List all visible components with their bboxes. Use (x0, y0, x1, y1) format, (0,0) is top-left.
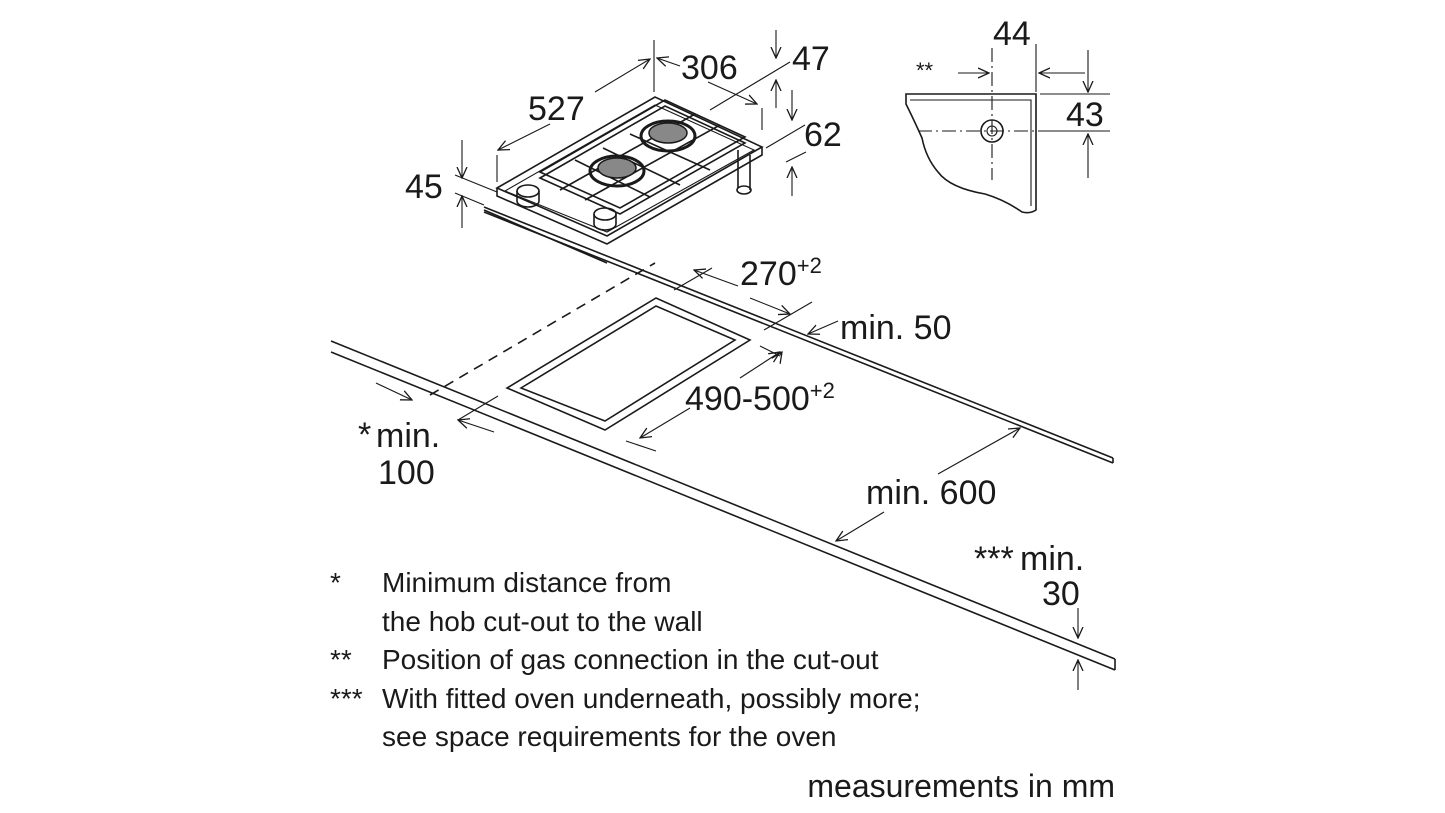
burner-front (588, 154, 646, 188)
gas-connection-detail (905, 44, 1110, 214)
control-knob-right (593, 207, 617, 231)
hob-drawing (483, 96, 764, 264)
control-knob-left (516, 184, 540, 208)
note-1-line-2: the hob cut-out to the wall (382, 606, 703, 637)
note-2-line-1: Position of gas connection in the cut-ou… (382, 644, 879, 675)
dim-hob-glass: 45 (405, 168, 443, 206)
worktop-dimensions (375, 267, 1078, 690)
note-1-marker: * (330, 567, 341, 598)
note-3-marker: *** (330, 683, 363, 714)
dim-min-below-label: min. (1020, 540, 1084, 578)
worktop-back-edge (483, 206, 1114, 459)
burner-rear (639, 119, 697, 153)
dim-min-back: min. 50 (840, 309, 952, 347)
dim-cutout-depth: 490-500+2 (685, 378, 835, 418)
note-3-line-2: see space requirements for the oven (382, 721, 836, 752)
note-1-line-1: Minimum distance from (382, 567, 671, 598)
dim-min-worktop: min. 600 (866, 474, 996, 512)
dim-cutout-width: 270+2 (740, 253, 822, 293)
units-note: measurements in mm (807, 768, 1115, 804)
note-2-marker: ** (330, 644, 352, 675)
hob-dimensions (454, 30, 807, 228)
dim-min-wall-star: * (358, 416, 371, 454)
worktop-front-edge (330, 340, 1116, 660)
hob-cutout (505, 297, 752, 431)
dim-hob-width: 306 (681, 49, 738, 87)
worktop (330, 206, 1116, 671)
note-3-line-1: With fitted oven underneath, possibly mo… (382, 683, 921, 714)
legend-notes: * Minimum distance from the hob cut-out … (330, 567, 921, 752)
dim-gas-offset-y: 43 (1066, 96, 1104, 134)
dim-hob-total-height: 62 (804, 116, 842, 154)
hob-foot (737, 150, 751, 190)
dim-min-below-value: 30 (1042, 575, 1080, 613)
dim-min-wall-value: 100 (378, 454, 435, 492)
dim-min-below-star: *** (974, 540, 1014, 578)
dim-min-wall-label: min. (376, 417, 440, 455)
cutout-corner-outline (905, 93, 1037, 214)
dim-hob-depth: 527 (528, 90, 585, 128)
dim-gas-offset-x: 44 (993, 15, 1031, 53)
hob-base-edge (496, 147, 763, 245)
dim-hob-height: 47 (792, 40, 830, 78)
gas-marker: ** (916, 58, 934, 83)
